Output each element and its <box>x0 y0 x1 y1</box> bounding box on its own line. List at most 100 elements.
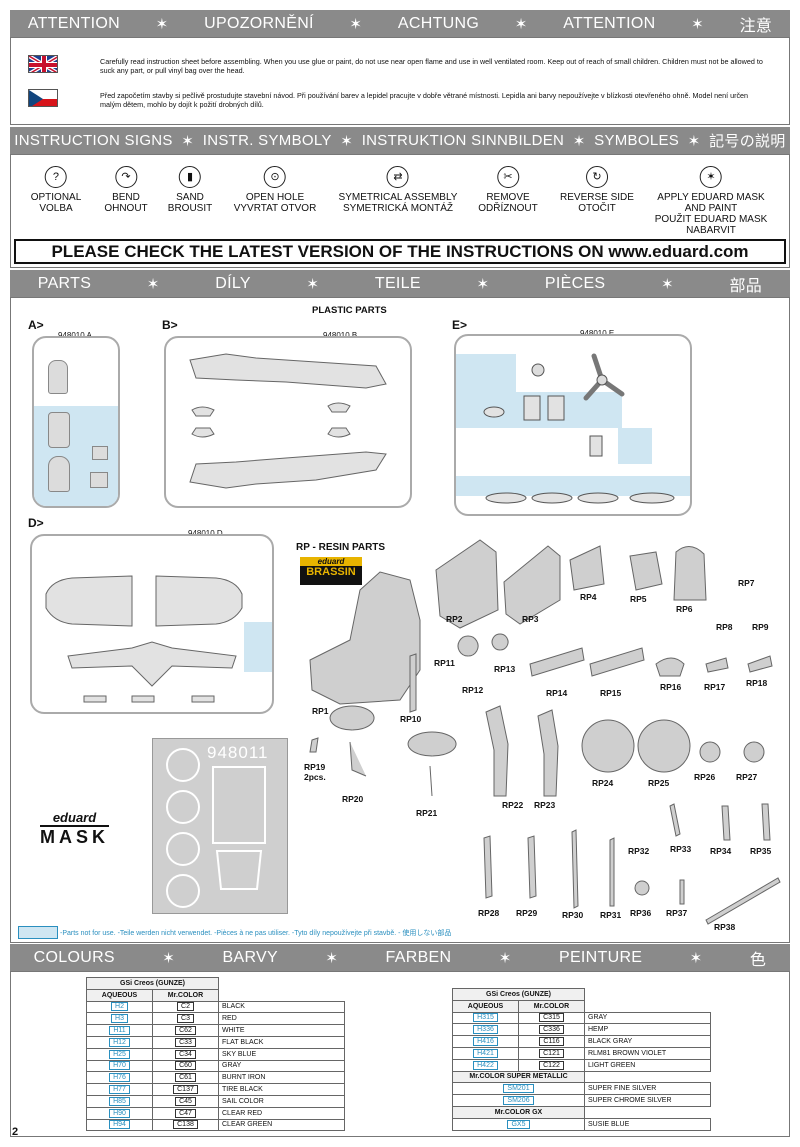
aqueous-code: H25 <box>86 1047 153 1061</box>
star-icon: ✶ <box>514 15 528 33</box>
sprue-e-parts <box>483 353 675 504</box>
colour-name: GRAY <box>218 1059 345 1073</box>
instruction-sign: ▮ SAND BROUSIT <box>168 166 212 214</box>
sign-label: SYMETRICAL ASSEMBLY SYMETRICKÁ MONTÁŽ <box>338 192 458 214</box>
colour-name: FLAT BLACK <box>218 1035 345 1049</box>
resin-part-label-rp12: RP12 <box>462 685 484 695</box>
resin-part-label-rp24: RP24 <box>592 778 614 788</box>
uk-flag-row <box>28 55 58 73</box>
aqueous-code: H76 <box>86 1071 153 1085</box>
unused-parts-area <box>456 354 516 428</box>
sprue-a <box>32 336 120 508</box>
cz-flag-icon <box>28 89 58 107</box>
wing-parts <box>45 575 243 703</box>
sign-icon: ? <box>44 166 67 188</box>
latest-version-notice: PLEASE CHECK THE LATEST VERSION OF THE I… <box>14 239 786 264</box>
aqueous-code: H2 <box>86 1000 153 1014</box>
colour-code: SM201 <box>452 1082 585 1096</box>
mrcolor-code: C45 <box>152 1094 219 1108</box>
mrcolor-code: C61 <box>152 1071 219 1085</box>
resin-part-label-rp23: RP23 <box>534 800 556 810</box>
table-subtitle: Mr.COLOR GX <box>452 1105 585 1119</box>
star-icon: ✶ <box>349 15 363 33</box>
star-icon: ✶ <box>691 15 704 33</box>
parts-fr: PIÈCES <box>544 274 606 292</box>
col-aqueous: AQUEOUS <box>86 988 153 1002</box>
aqueous-code: H77 <box>86 1083 153 1096</box>
part-shape <box>92 446 108 460</box>
sign-label: SAND BROUSIT <box>167 192 213 214</box>
sign-icon: ⊙ <box>263 166 286 188</box>
mrcolor-code: C137 <box>152 1083 219 1096</box>
resin-part-label-rp2: RP2 <box>446 614 463 624</box>
resin-part-label-rp1: RP1 <box>312 706 329 716</box>
mask-sheet: 948011 <box>152 738 288 914</box>
star-icon: ✶ <box>325 949 339 967</box>
colours-cz: BARVY <box>222 948 278 966</box>
star-icon: ✶ <box>181 132 195 150</box>
instruction-sign: ⇄SYMETRICAL ASSEMBLY SYMETRICKÁ MONTÁŽ <box>338 166 458 214</box>
aqueous-code: H422 <box>452 1058 519 1072</box>
signs-cz: INSTR. SYMBOLY <box>202 132 332 149</box>
resin-part-label-rp18: RP18 <box>746 678 768 688</box>
sprue-b <box>164 336 412 508</box>
instruction-sign: ⊙OPEN HOLE VYVRTAT OTVOR <box>234 166 316 214</box>
attention-band: ATTENTION ✶ UPOZORNĚNÍ ✶ ACHTUNG ✶ ATTEN… <box>10 10 790 37</box>
resin-part-label-rp33: RP33 <box>670 844 692 854</box>
warning-text-cz: Před započetím stavby si pečlivě prostud… <box>100 91 749 109</box>
sign-label: APPLY EDUARD MASK AND PAINT POUŽIT EDUAR… <box>654 192 768 236</box>
aqueous-code: H90 <box>86 1106 153 1120</box>
resin-part-label-rp16: RP16 <box>660 682 682 692</box>
resin-part-label-rp19: RP19 2pcs. <box>304 762 326 782</box>
star-icon: ✶ <box>162 949 176 967</box>
mrcolor-code: C33 <box>152 1035 219 1049</box>
instruction-sign: ? OPTIONAL VOLBA <box>30 166 82 214</box>
sign-icon: ✶ <box>699 166 722 188</box>
resin-part-label-rp36: RP36 <box>630 908 652 918</box>
mrcolor-code: C47 <box>152 1106 219 1120</box>
colour-name: HEMP <box>584 1023 711 1037</box>
attention-en: ATTENTION <box>27 14 120 32</box>
mrcolor-code: C336 <box>518 1023 585 1037</box>
brassin-logo-top: eduard <box>300 557 362 566</box>
star-icon: ✶ <box>340 132 354 150</box>
sprue-d <box>30 534 274 714</box>
sprue-e <box>454 334 692 516</box>
sign-icon: ↻ <box>585 166 608 188</box>
resin-part-label-rp11: RP11 <box>434 658 455 668</box>
sign-icon: ✂ <box>496 166 519 188</box>
resin-part-label-rp4: RP4 <box>580 592 597 602</box>
resin-part-label-rp21: RP21 <box>416 808 438 818</box>
instruction-sign: ✶ APPLY EDUARD MASK AND PAINT POUŽIT EDUA… <box>654 166 768 236</box>
cz-flag-row <box>28 89 58 107</box>
signs-de: INSTRUKTION SINNBILDEN <box>361 132 565 149</box>
resin-part-label-rp25: RP25 <box>648 778 670 788</box>
instruction-sign: ✂ REMOVE ODŘÍZNOUT <box>478 166 538 214</box>
parts-en: PARTS <box>37 274 92 292</box>
colours-frame <box>10 971 790 1137</box>
colour-name: SUPER CHROME SILVER <box>584 1094 711 1107</box>
signs-jp: 記号の説明 <box>709 133 786 150</box>
resin-part-label-rp20: RP20 <box>342 794 364 804</box>
parts-de: TEILE <box>374 274 421 292</box>
sign-label: OPTIONAL VOLBA <box>30 192 82 214</box>
aqueous-code: H315 <box>452 1011 519 1025</box>
star-icon: ✶ <box>687 132 701 150</box>
sign-label: REMOVE ODŘÍZNOUT <box>478 192 538 214</box>
sign-icon: ▮ <box>178 166 201 188</box>
star-icon: ✶ <box>661 275 674 293</box>
colours-band: COLOURS ✶ BARVY ✶ FARBEN ✶ PEINTURE ✶ 色 <box>10 944 790 971</box>
mrcolor-code: C3 <box>152 1012 219 1026</box>
colours-en: COLOURS <box>33 948 115 966</box>
resin-part-label-rp29: RP29 <box>516 908 538 918</box>
part-shape <box>48 412 70 448</box>
aqueous-code: H85 <box>86 1094 153 1108</box>
